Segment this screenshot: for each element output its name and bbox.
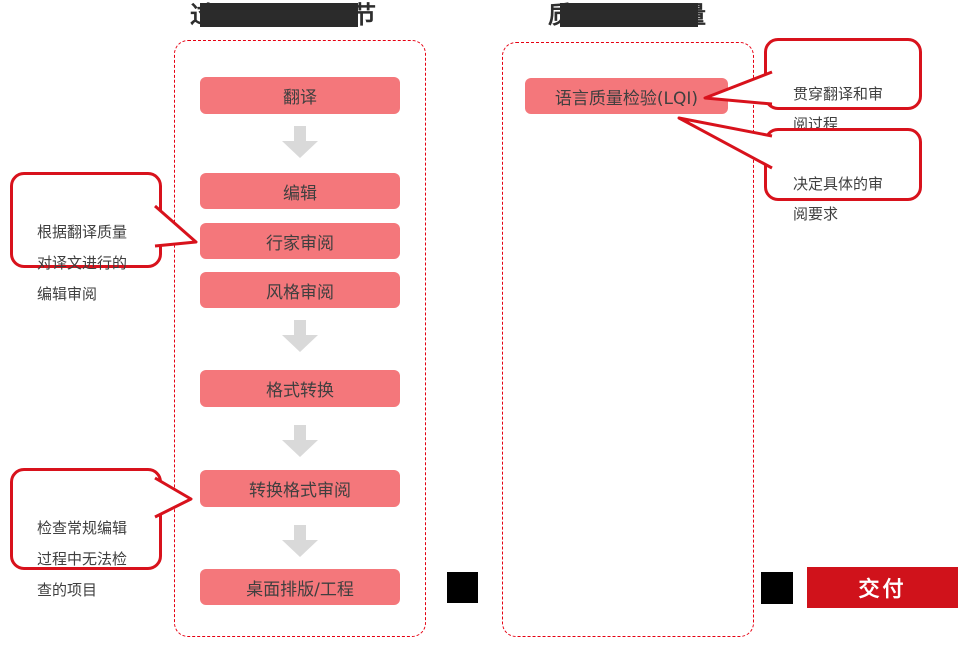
quality-container — [502, 42, 754, 637]
step-translation: 翻译 — [200, 77, 400, 114]
down-arrow-icon — [282, 126, 318, 158]
step-expert-review: 行家审阅 — [200, 223, 400, 259]
redacted-connector-left — [447, 572, 478, 603]
down-arrow-icon — [282, 425, 318, 457]
down-arrow-icon — [282, 320, 318, 352]
down-arrow-icon — [282, 525, 318, 557]
callout-format-check-text: 检查常规编辑 过程中无法检 查的项目 — [37, 519, 128, 599]
callout-lqi-requirements-text: 决定具体的审 阅要求 — [793, 175, 884, 223]
right-title-redaction-bar — [560, 3, 698, 27]
step-format-conversion: 格式转换 — [200, 370, 400, 407]
delivery-button: 交付 — [807, 567, 958, 608]
callout-lqi-requirements: 决定具体的审 阅要求 — [764, 128, 922, 223]
callout-format-check: 检查常规编辑 过程中无法检 查的项目 — [10, 468, 162, 599]
process-steps-container — [174, 40, 426, 637]
lqi-box: 语言质量检验(LQI) — [525, 78, 728, 114]
callout-lqi-scope: 贯穿翻译和审 阅过程 — [764, 38, 922, 133]
step-editing: 编辑 — [200, 173, 400, 209]
step-dtp-engineering: 桌面排版/工程 — [200, 569, 400, 605]
left-title-redaction-bar — [200, 3, 358, 27]
callout-edit-review: 根据翻译质量 对译文进行的 编辑审阅 — [10, 172, 162, 303]
redacted-connector-right — [761, 572, 793, 604]
callout-edit-review-text: 根据翻译质量 对译文进行的 编辑审阅 — [37, 223, 128, 303]
step-style-review: 风格审阅 — [200, 272, 400, 308]
step-converted-format-review: 转换格式审阅 — [200, 470, 400, 507]
